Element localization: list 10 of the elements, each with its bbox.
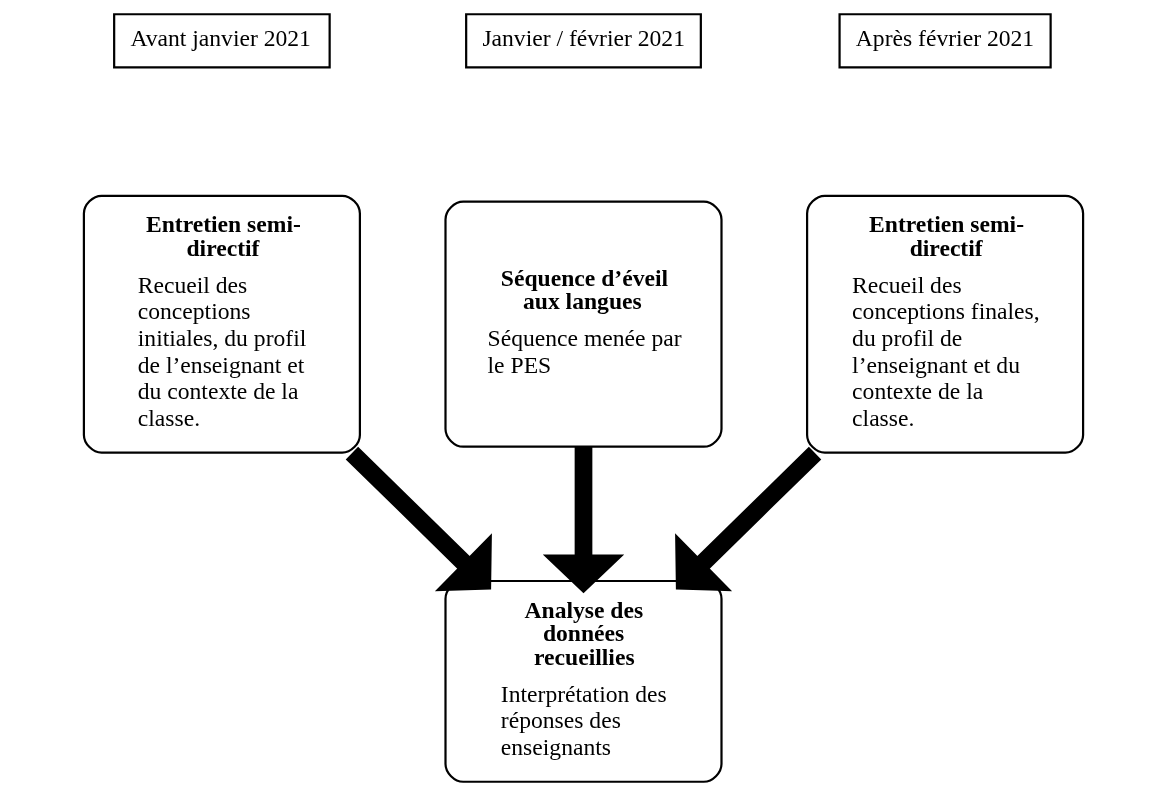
node-box: Après février 2021 <box>838 13 1052 69</box>
arrow <box>345 446 492 592</box>
node-box: Avant janvier 2021 <box>113 13 331 69</box>
node-box: Séquence d’éveil aux langues Séquence menée par le PES <box>444 200 723 448</box>
node-box: Janvier / février 2021 <box>465 13 702 69</box>
node-box: Analyse des données recueillies Interprétation des réponses des enseignants <box>444 579 723 783</box>
node-box: Entretien semi-directif Recueil des conceptions finales, du profil de l’enseignant et du contexte de la classe. <box>806 194 1085 454</box>
arrow <box>542 447 625 594</box>
node-box: Entretien semi-directif Recueil des conceptions initiales, du profil de l’enseignant et du contexte de la classe. <box>82 194 361 454</box>
arrow <box>675 446 822 592</box>
